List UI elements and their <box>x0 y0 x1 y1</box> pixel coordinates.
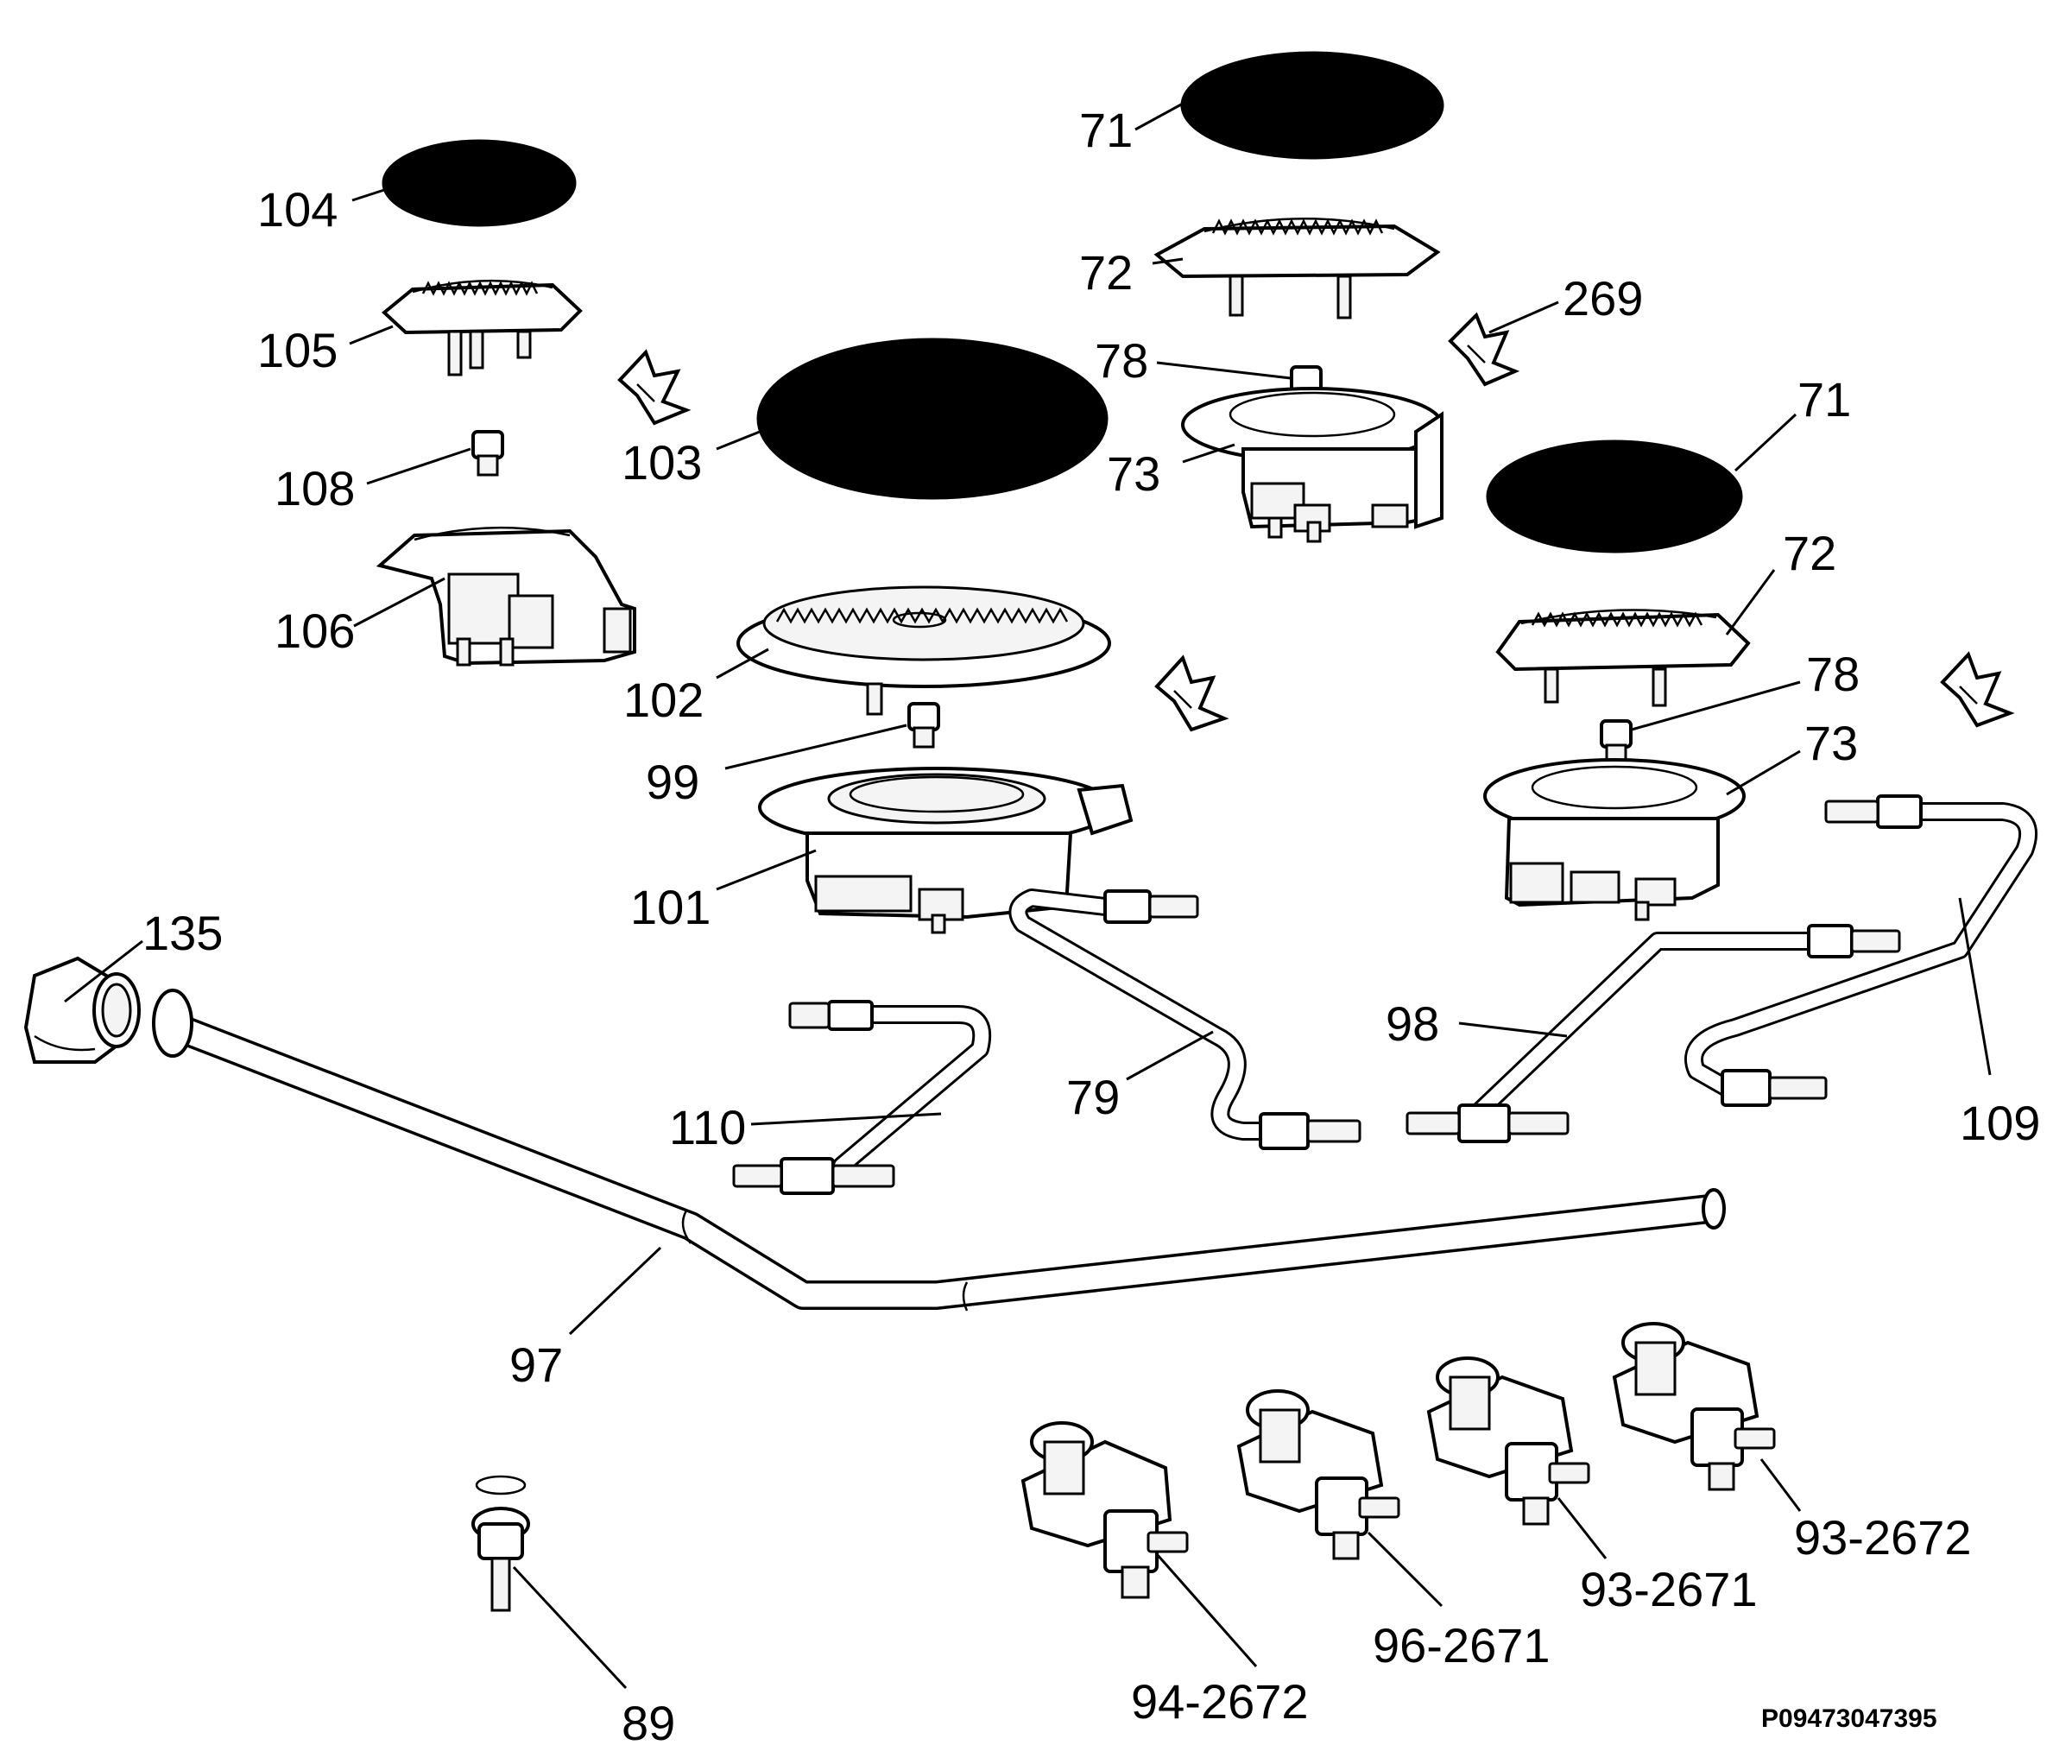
label-96-2671: 96-2671 <box>1373 1618 1551 1672</box>
gas-valve-93-2672[interactable] <box>1612 1322 1776 1491</box>
label-78-right: 78 <box>1806 647 1860 701</box>
burner-body-73-right[interactable] <box>1483 758 1746 921</box>
gas-valve-94-2672[interactable] <box>1020 1421 1189 1599</box>
label-73-right: 73 <box>1804 716 1858 770</box>
injector-99[interactable] <box>907 702 940 749</box>
label-108: 108 <box>275 461 355 515</box>
leader-lines <box>64 102 1992 1690</box>
label-106: 106 <box>275 604 355 658</box>
supply-tube-79[interactable] <box>1008 888 1361 1150</box>
drawing-code: P09473047395 <box>1761 1704 1937 1733</box>
supply-tube-98[interactable] <box>1406 924 1901 1143</box>
label-269: 269 <box>1563 271 1643 326</box>
clip-left[interactable] <box>617 349 692 426</box>
flame-spreader-72-right[interactable] <box>1495 609 1751 707</box>
label-97: 97 <box>509 1337 563 1392</box>
burner-cap-103[interactable] <box>756 338 1109 500</box>
burner-cap-71-top[interactable] <box>1180 51 1444 160</box>
burner-body-106[interactable] <box>376 526 636 667</box>
label-94-2672: 94-2672 <box>1131 1674 1309 1729</box>
connector-89[interactable] <box>471 1475 530 1612</box>
label-104: 104 <box>257 182 338 237</box>
flame-spreader-105[interactable] <box>381 279 583 376</box>
label-101: 101 <box>630 880 711 934</box>
gas-valve-96-2671[interactable] <box>1236 1389 1400 1560</box>
label-135: 135 <box>142 906 223 960</box>
injector-108[interactable] <box>471 430 504 477</box>
label-93-2671: 93-2671 <box>1580 1562 1758 1616</box>
flame-spreader-102[interactable] <box>736 585 1111 716</box>
burner-body-73-top[interactable] <box>1181 387 1443 543</box>
label-109: 109 <box>1960 1096 2040 1150</box>
main-gas-pipe-97[interactable] <box>152 989 1726 1312</box>
burner-cap-71-right[interactable] <box>1486 439 1743 553</box>
label-102: 102 <box>623 673 704 727</box>
label-73-top: 73 <box>1107 446 1160 501</box>
label-79: 79 <box>1066 1070 1120 1124</box>
burner-cap-104[interactable] <box>382 139 577 227</box>
supply-tube-110[interactable] <box>732 1000 992 1195</box>
label-72-right: 72 <box>1783 526 1836 580</box>
label-105: 105 <box>257 323 338 377</box>
label-71-right: 71 <box>1797 372 1851 427</box>
gas-valve-93-2671[interactable] <box>1426 1356 1590 1526</box>
label-78-top: 78 <box>1095 333 1148 388</box>
label-103: 103 <box>622 435 702 490</box>
label-98: 98 <box>1386 996 1439 1051</box>
flame-spreader-72-top[interactable] <box>1153 217 1441 319</box>
label-93-2672: 93-2672 <box>1794 1510 1972 1565</box>
burner-body-101[interactable] <box>758 767 1134 934</box>
label-99: 99 <box>646 755 699 809</box>
label-71-top: 71 <box>1079 103 1133 157</box>
supply-tube-109[interactable] <box>1684 794 2037 1107</box>
clip-right[interactable] <box>1940 651 2015 728</box>
clip-269[interactable] <box>1448 312 1520 387</box>
label-110: 110 <box>669 1100 746 1154</box>
label-72-top: 72 <box>1079 245 1133 300</box>
label-89: 89 <box>622 1696 675 1750</box>
part-labels: 71 104 72 269 105 78 103 73 71 108 72 10… <box>142 103 2040 1750</box>
elbow-connector-135[interactable] <box>23 956 141 1064</box>
clip-center[interactable] <box>1154 654 1229 732</box>
injector-78-right[interactable] <box>1600 719 1633 766</box>
